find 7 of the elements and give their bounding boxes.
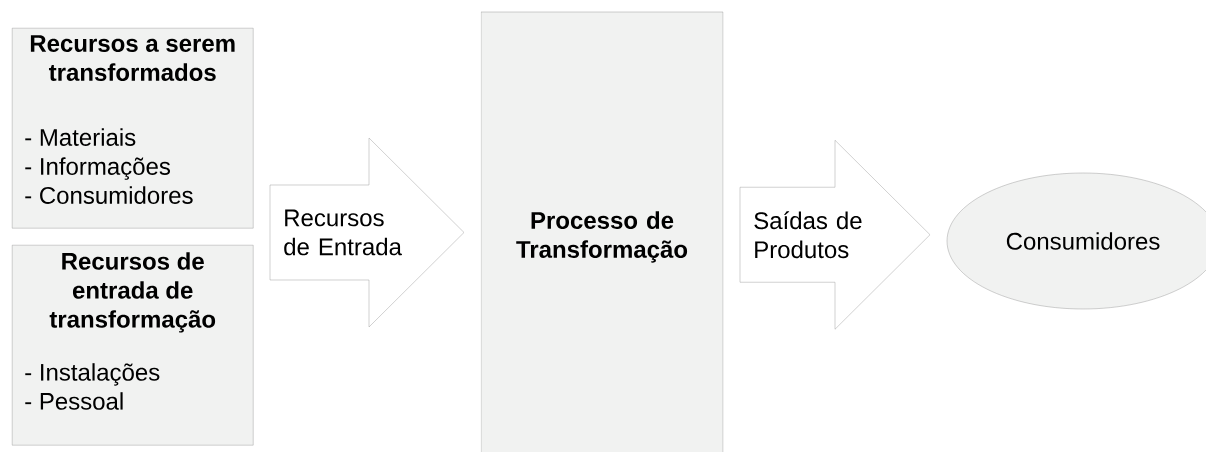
edge-label: Recursos de Entrada [284,209,402,256]
block-arrow [269,137,465,328]
edge-label: Saídas de Produtos [754,211,862,259]
block-arrow [739,140,931,330]
resource-box: Recursos de entrada de transformação - Instalações - Pessoal [12,245,254,446]
process-box: Processo de Transformação [480,11,724,452]
resource-box: Recursos a serem transformados - Materiais - Informações - Consumidores [12,28,254,229]
